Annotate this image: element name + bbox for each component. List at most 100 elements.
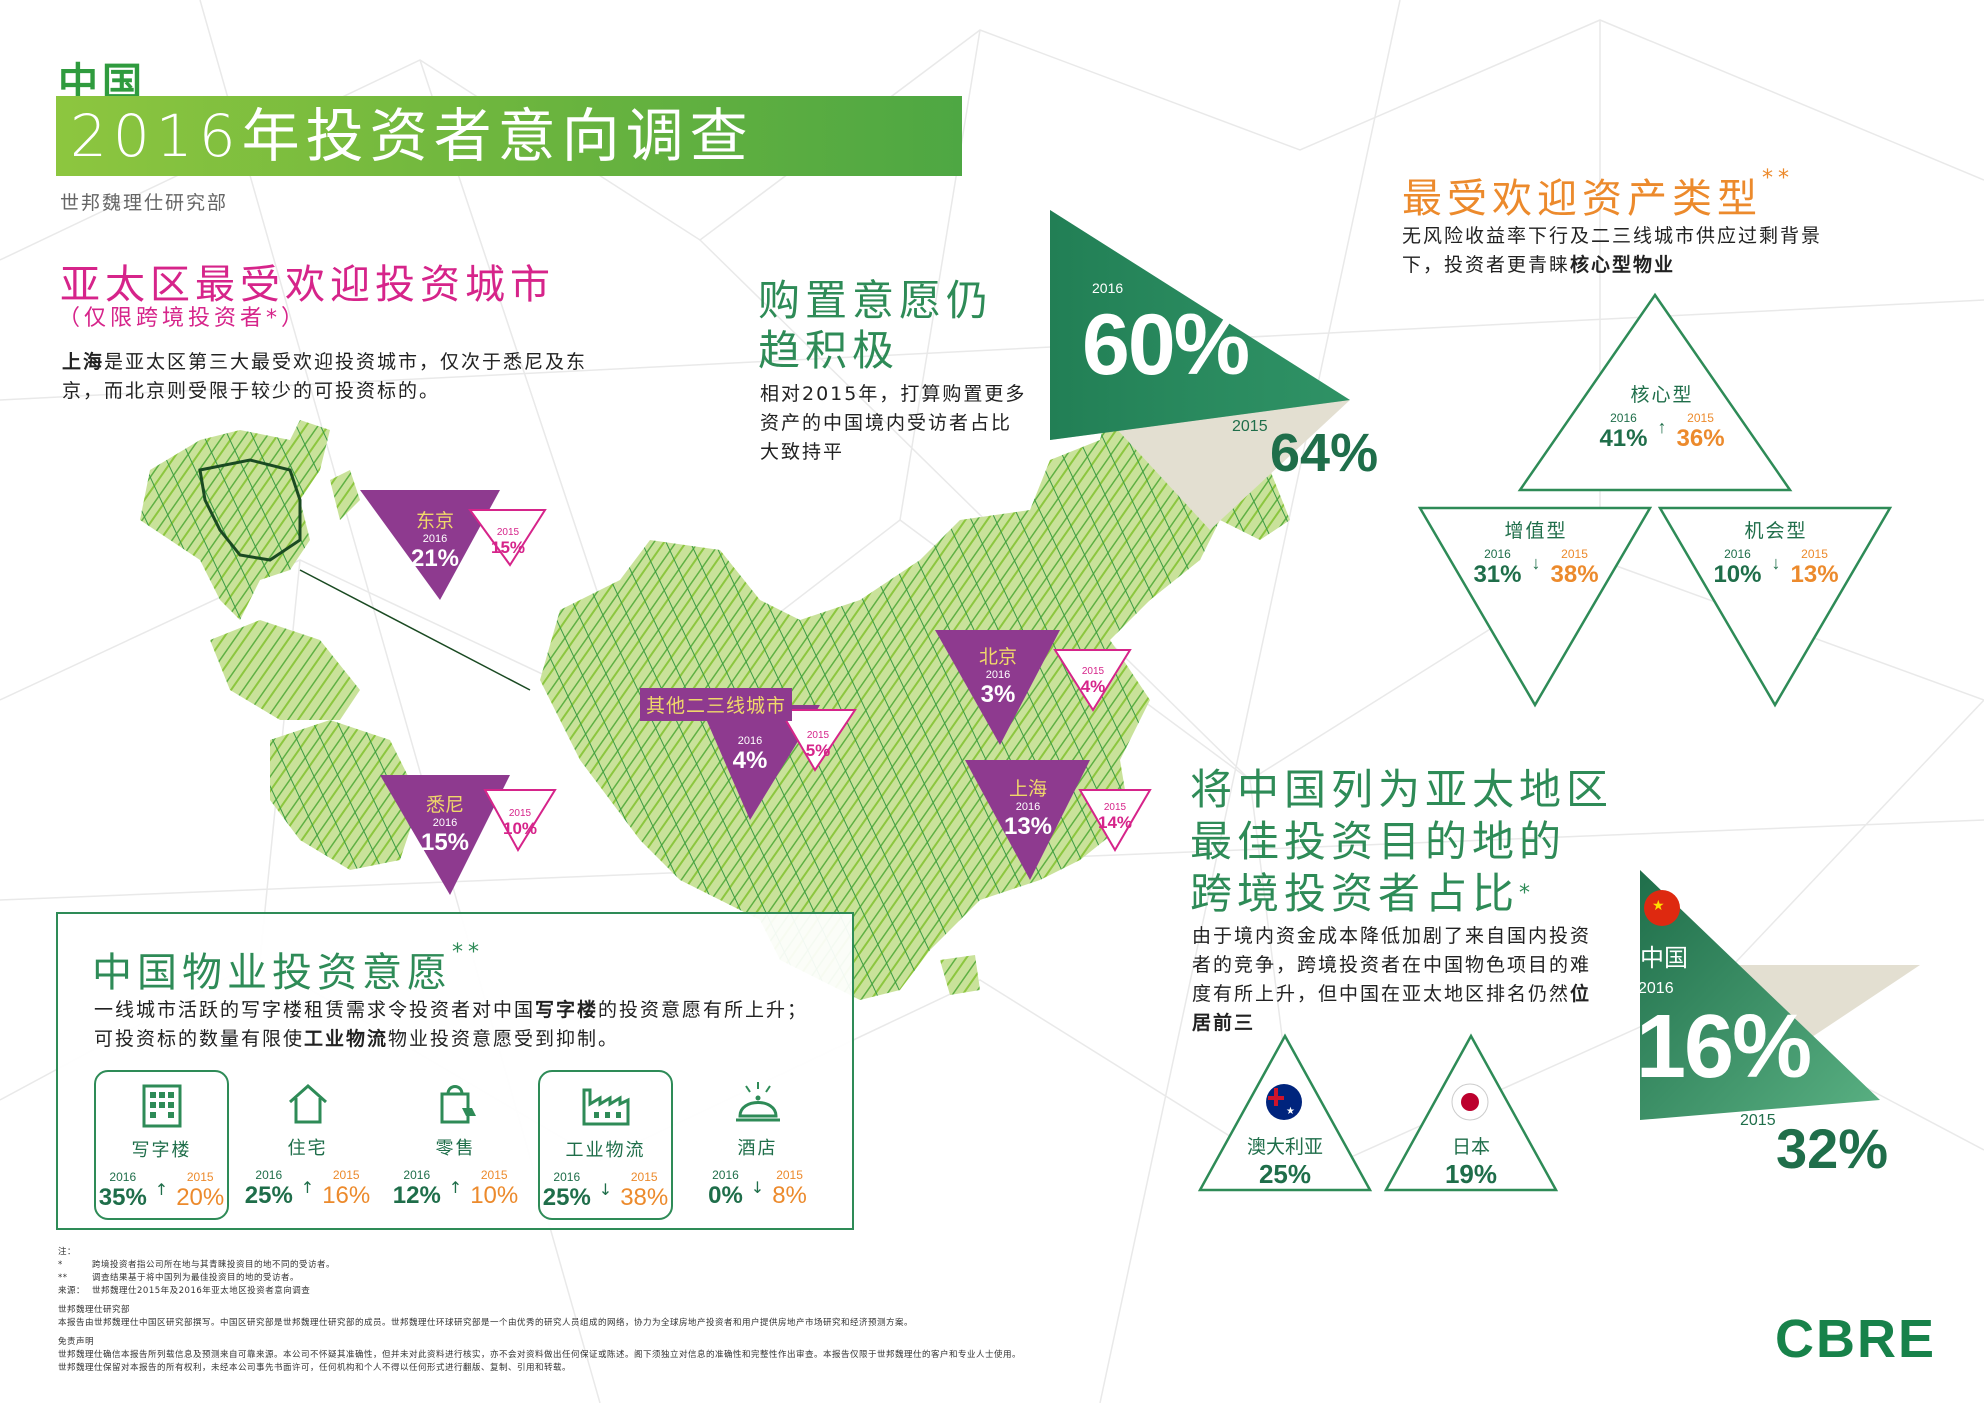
arrow-down-icon: ↓	[750, 1178, 765, 1197]
best-dest-title-line1: 将中国列为亚太地区	[1190, 765, 1614, 814]
disclaimer-text-2: 世邦魏理仕保留对本报告的所有权利，未经本公司事先书面许可，任何机构和个人不得以任…	[58, 1363, 572, 1373]
value-2016: 0%	[708, 1182, 743, 1209]
property-name: 住宅	[287, 1138, 328, 1159]
city-shanghai-2015: 2015 14%	[1091, 802, 1139, 833]
asset-name: 增值型	[1504, 521, 1568, 542]
city-other: 2016 4%	[720, 735, 780, 775]
city-beijing: 北京 2016 3%	[966, 642, 1030, 709]
year-2016: 2016	[432, 817, 458, 829]
body-text: 物业投资意愿受到抑制。	[388, 1028, 620, 1050]
best-dest-title-line2: 最佳投资目的地的	[1190, 817, 1567, 866]
japan-flag-icon	[1451, 1083, 1489, 1121]
year-2016: 2016	[1724, 547, 1751, 561]
china-share-triangles	[1640, 870, 1920, 1120]
city-tokyo-2015: 2015 15%	[484, 527, 532, 558]
value-2015: 8%	[772, 1182, 807, 1209]
best-dest-body: 由于境内资金成本降低加剧了来自国内投资者的竞争，跨境投资者在中国物色项目的难度有…	[1192, 922, 1602, 1038]
asset-types-triangles	[1417, 292, 1893, 708]
best-dest-title-line3: 跨境投资者占比	[1190, 869, 1520, 918]
property-body: 一线城市活跃的写字楼租赁需求令投资者对中国写字楼的投资意愿有所上升；可投资标的数…	[94, 996, 824, 1054]
disclaimer-head: 免责声明	[58, 1337, 95, 1347]
shopping-bag-icon	[388, 1070, 523, 1126]
city-name: 东京	[415, 511, 454, 532]
disclaimer-text-1: 世邦魏理仕确信本报告所列载信息及预测来自可靠来源。本公司不怀疑其准确性，但并未对…	[58, 1350, 1022, 1360]
purchase-value-2016: 60%	[1082, 297, 1250, 393]
body-bold-logistics: 工业物流	[304, 1028, 389, 1050]
body-bold-office: 写字楼	[535, 999, 599, 1021]
value-2015: 20%	[176, 1184, 225, 1211]
year-2016: 2016	[553, 1170, 581, 1184]
asia-map	[140, 420, 531, 870]
value-2015: 36%	[1676, 425, 1725, 452]
body-text: 是亚太区第三大最受欢迎投资城市，仅次于悉尼及东京，而北京则受限于较少的可投资标的…	[62, 351, 588, 402]
value-2016: 12%	[392, 1182, 441, 1209]
city-name: 上海	[1008, 779, 1047, 800]
tokyo-2015-triangle	[468, 509, 547, 567]
purchase-title: 购置意愿仍 趋积极	[758, 276, 993, 376]
arrow-down-icon: ↓	[1531, 553, 1541, 573]
year-2015: 2015	[630, 1170, 658, 1184]
property-title-mark: **	[452, 940, 484, 965]
value-2015: 10%	[502, 819, 538, 838]
year-2016: 2016	[737, 735, 763, 747]
value-2015: 14%	[1097, 813, 1133, 832]
year-2015: 2015	[776, 1168, 803, 1182]
year-2016: 2016	[403, 1168, 431, 1182]
year-2015: 2015	[508, 808, 532, 819]
value-2016: 25%	[542, 1184, 591, 1211]
property-name: 工业物流	[565, 1140, 646, 1161]
australia-flag-icon: ★	[1266, 1084, 1302, 1120]
year-2016: 2016	[1015, 801, 1041, 813]
body-text: 无风险收益率下行及二三线城市供应过剩背景下，投资者更青睐	[1402, 225, 1823, 276]
australia-share: 澳大利亚 25%	[1225, 1132, 1345, 1190]
year-2016: 2016	[1610, 411, 1637, 425]
value-2016: 10%	[1713, 561, 1762, 588]
year-2015: 2015	[1103, 802, 1127, 813]
beijing-2015-triangle	[1053, 649, 1132, 712]
city-name: 北京	[978, 647, 1017, 668]
shanghai-2015-triangle	[1078, 789, 1152, 852]
arrow-up-icon: ↑	[1657, 417, 1667, 437]
note2: 调查结果基于将中国列为最佳投资目的地的受访者。	[92, 1273, 300, 1283]
year-2015: 2015	[480, 1168, 508, 1182]
value-2016: 4%	[732, 747, 768, 774]
other-cities-2016-triangle	[700, 705, 820, 820]
year-2015: 2015	[496, 527, 520, 538]
body-bold-top3: 位居前三	[1192, 983, 1592, 1034]
note1-mark: *	[58, 1260, 63, 1270]
year-2016: 2016	[255, 1168, 283, 1182]
value-2016: 41%	[1599, 425, 1648, 452]
purchase-value-2015: 64%	[1270, 423, 1379, 483]
china-flag-icon: ★	[1644, 890, 1680, 926]
arrow-up-icon: ↑	[448, 1178, 463, 1197]
china-value-2016: 16%	[1636, 997, 1812, 1097]
body-text: 一线城市活跃的写字楼租赁需求令投资者对中国	[94, 999, 536, 1021]
china-year-2016: 2016	[1638, 980, 1674, 997]
china-year-2015: 2015	[1740, 1112, 1776, 1129]
arrow-down-icon: ↓	[1771, 553, 1781, 573]
value-2015: 15%	[490, 538, 526, 557]
best-dest-title: 将中国列为亚太地区 最佳投资目的地的 跨境投资者占比*	[1190, 764, 1613, 920]
city-name: 悉尼	[425, 795, 464, 816]
city-shanghai: 上海 2016 13%	[996, 774, 1060, 841]
apac-cities-subtitle: （仅限跨境投资者*）	[58, 306, 308, 331]
city-other-2015: 2015 5%	[794, 730, 842, 761]
country-name: 日本	[1451, 1137, 1490, 1158]
value-2016: 13%	[1003, 813, 1053, 840]
value-2016: 21%	[410, 545, 460, 572]
city-other-name: 其他二三线城市	[640, 688, 793, 721]
year-2016: 2016	[985, 669, 1011, 681]
city-sydney-2015: 2015 10%	[496, 808, 544, 839]
asset-types-title: 最受欢迎资产类型**	[1402, 166, 1794, 224]
value-2016: 15%	[420, 829, 470, 856]
asset-types-title-text: 最受欢迎资产类型	[1402, 176, 1762, 222]
year-2015: 2015	[1081, 666, 1105, 677]
value-2016: 31%	[1473, 561, 1522, 588]
purchase-year-2016: 2016	[1092, 280, 1124, 296]
year-2016: 2016	[712, 1168, 739, 1182]
